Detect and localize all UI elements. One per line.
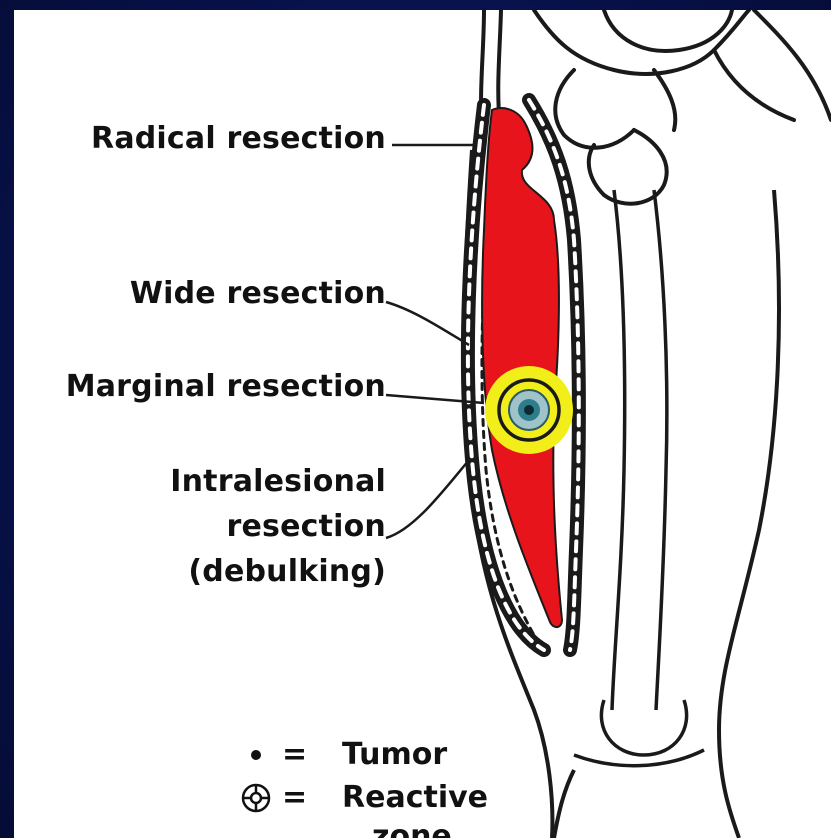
tumor-legend-equals: =: [282, 740, 307, 770]
reactive-legend-label: Reactive: [342, 783, 488, 813]
diagram-panel: Radical resection Wide resection Margina…: [14, 10, 831, 838]
reactive-zone-legend-icon: [243, 785, 269, 811]
tumor-with-reactive-zone: [485, 366, 573, 454]
reactive-legend-equals: =: [282, 783, 307, 813]
femur-outline: [574, 190, 704, 766]
legend-symbols: [243, 750, 269, 811]
intralesional-label-line-2: resection: [226, 510, 386, 545]
tumor-legend-label: Tumor: [342, 740, 447, 770]
marginal-resection-label: Marginal resection: [66, 370, 386, 405]
wide-resection-label: Wide resection: [130, 277, 386, 312]
reactive-legend-label-2: zone: [372, 822, 452, 838]
intralesional-label-line-3: (debulking): [188, 555, 386, 590]
radical-resection-label: Radical resection: [91, 122, 386, 157]
intralesional-label-line-1: Intralesional: [170, 465, 386, 500]
tumor-legend-dot: [251, 750, 261, 760]
